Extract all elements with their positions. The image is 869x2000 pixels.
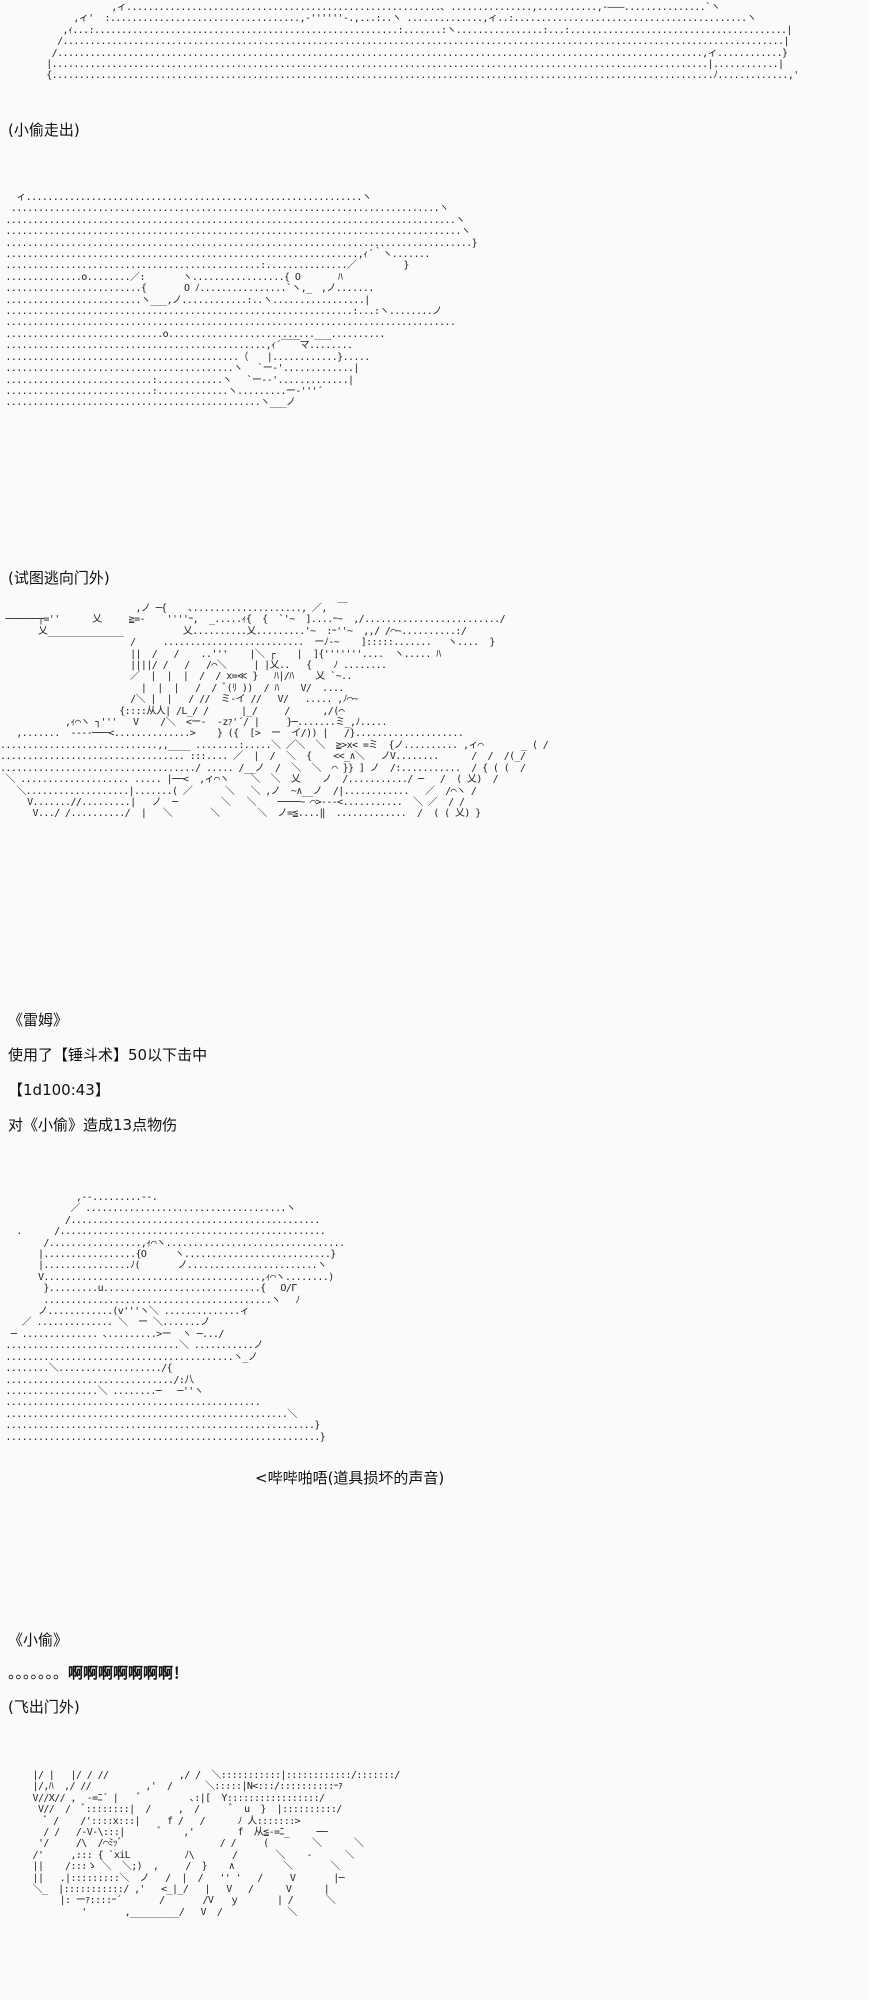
- sound-effect-text: <哔哔啪唔(道具损坏的声音): [255, 1469, 445, 1487]
- damage-text: 对《小偷》造成13点物伤: [8, 1116, 178, 1134]
- narration-try-escape: (试图逃向门外): [8, 569, 110, 587]
- speaker-rem: 《雷姆》: [8, 1011, 69, 1029]
- thief-scream: 。。。。。。。啊啊啊啊啊啊啊！: [8, 1664, 188, 1682]
- ascii-art-hammer-attack: ,ノ ─{ ､...................., ／, ￣ ──────…: [0, 603, 549, 820]
- dice-roll-result: 【1d100:43】: [8, 1081, 110, 1099]
- scream-dots: 。。。。。。。: [8, 1664, 69, 1682]
- ascii-art-thief-face: ィ.......................................…: [5, 192, 478, 409]
- ascii-art-thief-hit: ,-‐.........‐-. ／ ......................…: [5, 1192, 345, 1443]
- scream-text: 啊啊啊啊啊啊啊！: [68, 1664, 189, 1682]
- narration-thief-exits: (小偷走出): [8, 121, 80, 139]
- ascii-art-flying-out: |/ | |/ / // ,/ / ＼:::::::::::|:::::::::…: [32, 1770, 401, 1918]
- skill-used-text: 使用了【锤斗术】50以下击中: [8, 1046, 208, 1064]
- speaker-thief: 《小偷》: [8, 1631, 69, 1649]
- ascii-art-pillow: ,ィ......................................…: [46, 2, 799, 82]
- narration-fly-out: (飞出门外): [8, 1698, 80, 1716]
